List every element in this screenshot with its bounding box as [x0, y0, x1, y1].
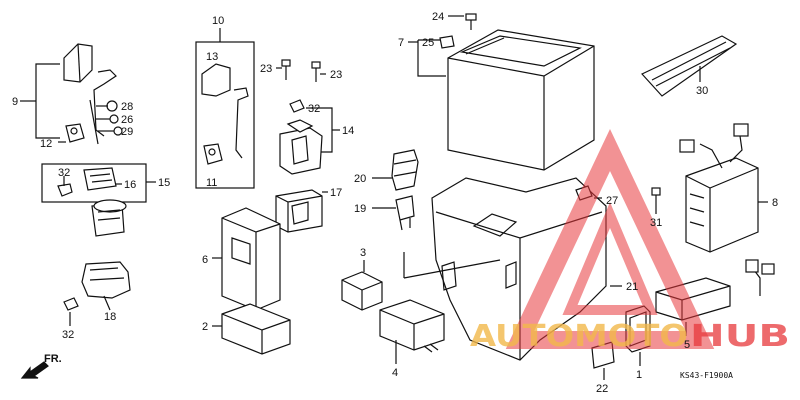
bolt-23b[interactable]	[311, 61, 321, 82]
callout-15: 15	[158, 177, 170, 189]
callout-32a: 32	[58, 167, 70, 179]
callout-23a: 23	[260, 63, 272, 75]
watermark-triangle-inner-icon	[562, 202, 658, 315]
bolt-23a[interactable]	[281, 59, 291, 80]
callout-16: 16	[124, 179, 136, 191]
callout-32b: 32	[62, 329, 74, 341]
battery-strap-30[interactable]	[641, 35, 738, 97]
box-10	[195, 41, 255, 189]
callout-labels: 9 12 28 26 29 32 16 15 18 32 10 13 11 23…	[12, 11, 778, 395]
callout-18: 18	[104, 311, 116, 323]
nut-25[interactable]	[439, 35, 455, 49]
callout-7: 7	[398, 37, 404, 49]
callout-25: 25	[422, 37, 434, 49]
relay-16[interactable]	[83, 167, 117, 191]
callout-5: 5	[684, 339, 690, 351]
clip-32c[interactable]	[289, 99, 305, 113]
callout-21: 21	[626, 281, 638, 293]
callout-20: 20	[354, 173, 366, 185]
bracket-9	[35, 63, 60, 139]
terminal-11[interactable]	[203, 143, 223, 165]
direction-label: FR.	[44, 353, 62, 365]
terminal-12[interactable]	[65, 123, 85, 143]
clip-32a[interactable]	[57, 183, 73, 197]
callout-24: 24	[432, 11, 444, 23]
callout-10: 10	[212, 15, 224, 27]
callout-8: 8	[772, 197, 778, 209]
callout-4: 4	[392, 367, 398, 379]
callout-2: 2	[202, 321, 208, 333]
unit-4[interactable]	[379, 299, 445, 353]
callout-27: 27	[606, 195, 618, 207]
terminal-cover-9[interactable]	[63, 43, 93, 83]
diagram-code: KS43-F1900A	[680, 371, 733, 380]
callout-6: 6	[202, 254, 208, 266]
regulator-8[interactable]	[685, 157, 759, 253]
callout-19: 19	[354, 203, 366, 215]
callout-28: 28	[121, 101, 133, 113]
pad-2[interactable]	[221, 303, 291, 355]
case-6[interactable]	[221, 207, 281, 311]
connector-8a[interactable]	[733, 123, 749, 137]
watermark-logo: AUTOMOTO HUB	[470, 128, 790, 354]
callout-23b: 23	[330, 69, 342, 81]
callout-3: 3	[360, 247, 366, 259]
connector-19[interactable]	[395, 195, 415, 231]
relay-holder-18[interactable]	[81, 261, 131, 311]
callout-26: 26	[121, 114, 133, 126]
watermark-brand-2: HUB	[690, 319, 790, 354]
battery[interactable]	[447, 29, 595, 171]
bolt-31[interactable]	[651, 187, 661, 214]
callout-30: 30	[696, 85, 708, 97]
connector-20[interactable]	[391, 149, 419, 191]
callout-31: 31	[650, 217, 662, 229]
sponge-17[interactable]	[275, 189, 323, 233]
pad-3[interactable]	[341, 271, 383, 311]
box-15	[41, 163, 147, 203]
connector-8b[interactable]	[679, 139, 695, 153]
watermark-brand-1: AUTOMOTO	[470, 319, 688, 354]
front-direction-arrow	[20, 361, 49, 379]
cable-10[interactable]	[233, 87, 249, 159]
fuse-box-14[interactable]	[279, 119, 323, 175]
callout-13: 13	[206, 51, 218, 63]
nut-28[interactable]	[106, 100, 118, 112]
callout-32c: 32	[308, 103, 320, 115]
callout-1: 1	[636, 369, 642, 381]
cover-13[interactable]	[201, 63, 231, 97]
callout-17: 17	[330, 187, 342, 199]
callout-22: 22	[596, 383, 608, 395]
clip-32b[interactable]	[63, 297, 79, 311]
connector-8c[interactable]	[745, 259, 775, 275]
watermark-triangle-icon	[505, 128, 715, 349]
starter-relay[interactable]	[91, 199, 127, 237]
bracket-7	[417, 40, 446, 77]
callout-12: 12	[40, 138, 52, 150]
nut-26[interactable]	[109, 114, 119, 124]
callout-9: 9	[12, 96, 18, 108]
terminal-bolt-24[interactable]	[465, 13, 477, 30]
callout-29: 29	[121, 126, 133, 138]
callout-14: 14	[342, 125, 354, 137]
cable-9[interactable]	[89, 69, 117, 145]
callout-11: 11	[206, 177, 217, 189]
